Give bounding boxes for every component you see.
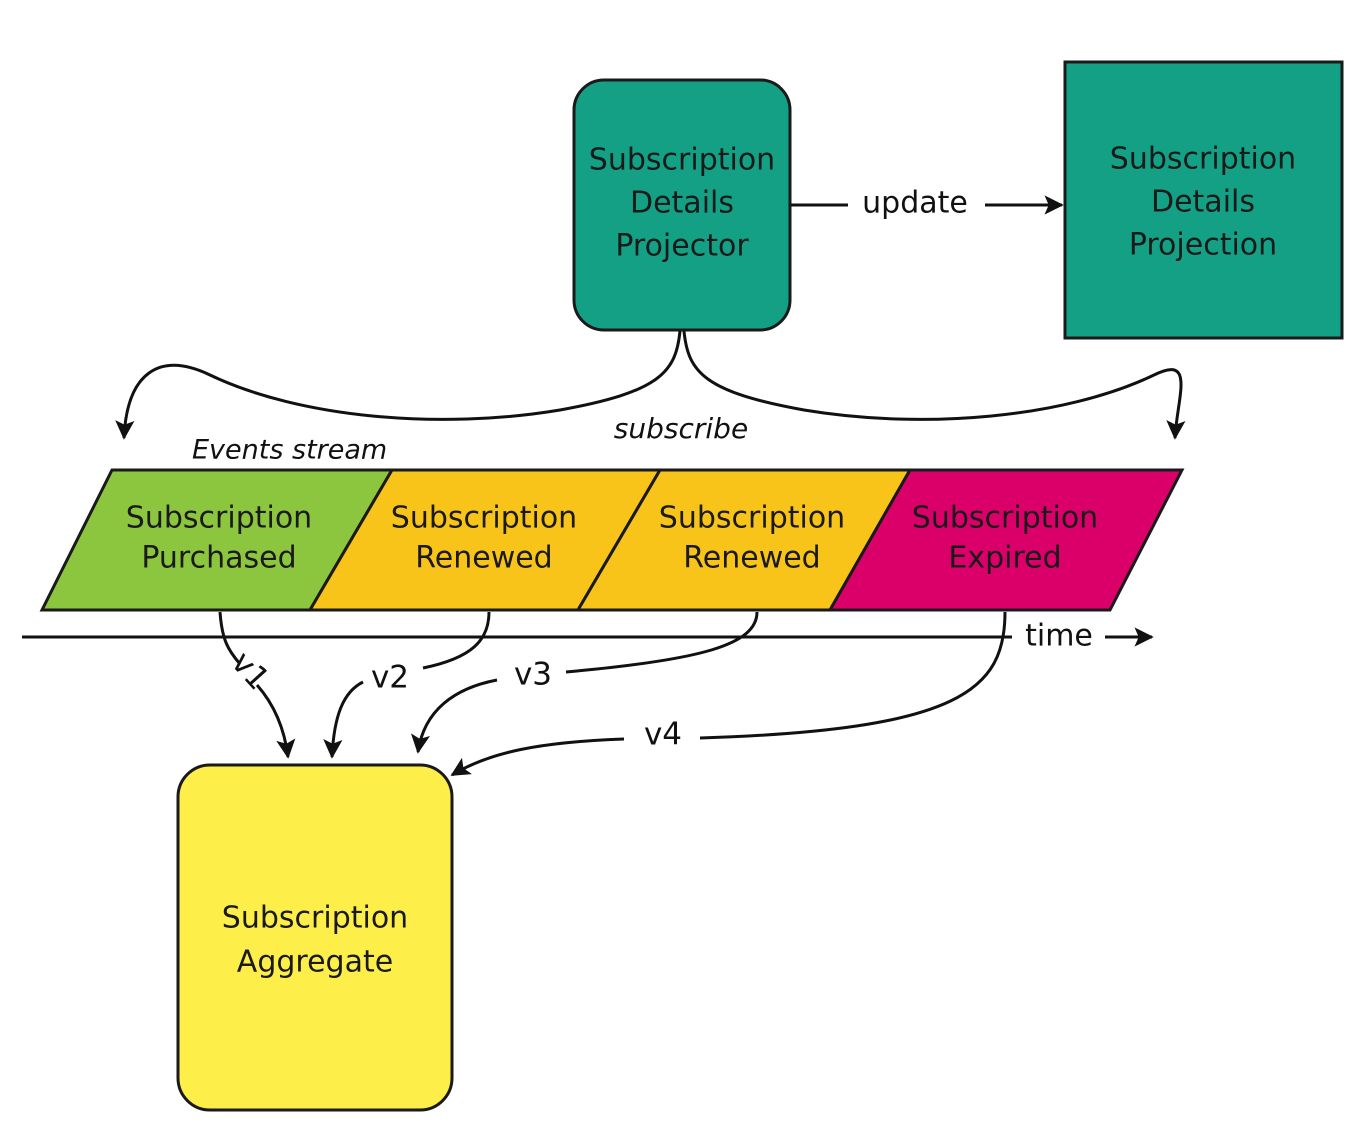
event-segment-subscription-purchased[interactable]: Subscription Purchased (39, 468, 395, 612)
aggregate-box[interactable] (176, 763, 454, 1112)
edge-v1[interactable]: v1 (218, 611, 296, 759)
v1-line-upper (218, 611, 242, 665)
events-stream-caption: Events stream (192, 435, 387, 466)
node-subscription-details-projection[interactable]: Subscription Details Projection (1063, 60, 1344, 340)
v2-line-upper (422, 611, 491, 670)
event-1-label-line1: Subscription (126, 501, 312, 536)
projector-label-line1: Subscription (589, 143, 775, 178)
v4-label: v4 (644, 717, 682, 753)
event-2-label-line2: Renewed (415, 541, 552, 576)
v4-line-lower (450, 737, 625, 777)
events-stream: Subscription Purchased Subscription Rene… (39, 468, 1185, 612)
subscribe-label: subscribe (614, 412, 748, 445)
aggregate-label-line1: Subscription (222, 901, 408, 936)
event-segment-subscription-renewed-1[interactable]: Subscription Renewed (307, 468, 663, 612)
event-1-label-line2: Purchased (141, 541, 296, 576)
v3-line-upper (565, 611, 759, 674)
subscribe-branch-left (115, 330, 682, 440)
aggregate-label-line2: Aggregate (237, 945, 393, 980)
projection-box[interactable] (1063, 60, 1344, 340)
event-4-label-line2: Expired (948, 541, 1061, 576)
edge-v4[interactable]: v4 (450, 611, 1007, 777)
event-3-label-line1: Subscription (659, 501, 845, 536)
v4-line-upper (699, 611, 1007, 740)
time-axis: time (22, 619, 1154, 654)
node-subscription-details-projector[interactable]: Subscription Details Projector (572, 78, 792, 332)
edge-v2[interactable]: v2 (323, 611, 491, 759)
event-segment-subscription-expired[interactable]: Subscription Expired (827, 468, 1185, 612)
event-4-label-line1: Subscription (912, 501, 1098, 536)
edge-subscribe[interactable]: subscribe (115, 330, 1186, 445)
projector-label-line3: Projector (615, 229, 749, 264)
subscribe-branch-right (682, 330, 1186, 440)
event-2-label-line1: Subscription (391, 501, 577, 536)
projection-label-line1: Subscription (1110, 142, 1296, 177)
v2-label: v2 (371, 660, 409, 696)
v3-label: v3 (514, 657, 552, 693)
event-3-label-line2: Renewed (683, 541, 820, 576)
v1-line-lower (255, 684, 296, 759)
v2-line-lower (323, 680, 364, 759)
projection-label-line3: Projection (1129, 228, 1277, 263)
projection-label-line2: Details (1151, 185, 1255, 220)
update-label: update (862, 186, 968, 221)
time-axis-label: time (1025, 619, 1093, 654)
v3-line-lower (410, 678, 498, 754)
node-subscription-aggregate[interactable]: Subscription Aggregate (176, 763, 454, 1112)
edge-update[interactable]: update (791, 186, 1064, 221)
projector-box[interactable] (572, 78, 792, 332)
event-4-shape[interactable] (827, 468, 1185, 612)
edge-v3[interactable]: v3 (410, 611, 759, 754)
projector-label-line2: Details (630, 186, 734, 221)
